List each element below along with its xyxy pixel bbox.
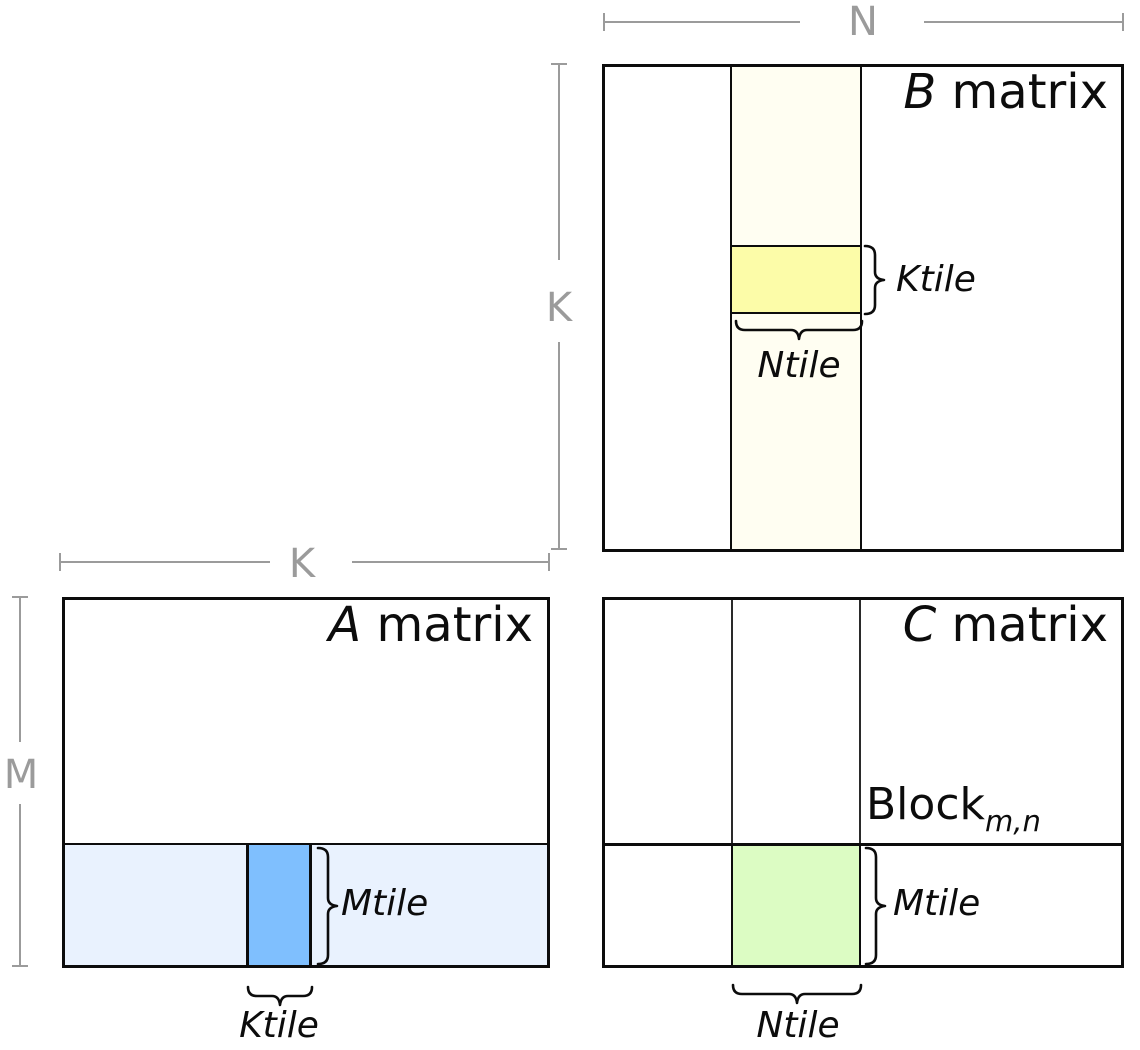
b-matrix-box bbox=[602, 64, 1124, 552]
dim-n-label: N bbox=[848, 0, 878, 45]
dim-ka-label: K bbox=[288, 541, 316, 587]
dim-m-tick-top bbox=[12, 596, 28, 598]
dim-m-label: M bbox=[3, 752, 39, 798]
a-matrix-title: A matrix bbox=[280, 600, 533, 650]
c-block-label-base: Block bbox=[866, 779, 986, 830]
a-ktile-label: Ktile bbox=[239, 1005, 319, 1046]
c-ntile-brace-icon bbox=[731, 983, 863, 1005]
c-matrix-box bbox=[602, 597, 1124, 968]
a-matrix-title-letter: A bbox=[328, 597, 362, 653]
dim-n-line-right bbox=[924, 21, 1124, 23]
c-column-line-right bbox=[859, 600, 861, 845]
a-mtile-ktile-tile bbox=[246, 843, 312, 965]
b-matrix-title: B matrix bbox=[840, 67, 1108, 117]
c-mtile-ntile-tile bbox=[731, 846, 861, 965]
a-mtile-brace-icon bbox=[316, 846, 339, 966]
c-matrix-title-rest: matrix bbox=[936, 597, 1108, 653]
dim-n-line-left bbox=[604, 21, 800, 23]
c-ntile-label: Ntile bbox=[756, 1005, 840, 1046]
c-column-line-left bbox=[731, 600, 733, 845]
dim-kb-tick-bottom bbox=[551, 548, 567, 550]
b-ntile-label: Ntile bbox=[757, 345, 841, 386]
dim-kb-line-bottom bbox=[558, 342, 560, 548]
b-ktile-brace-icon bbox=[863, 244, 886, 316]
dim-kb-tick-top bbox=[551, 63, 567, 65]
c-matrix-title: C matrix bbox=[840, 600, 1108, 650]
b-ktile-label: Ktile bbox=[896, 259, 976, 300]
dim-kb-line-top bbox=[558, 65, 560, 260]
c-matrix-title-letter: C bbox=[902, 597, 937, 653]
dim-kb-label: K bbox=[545, 285, 573, 331]
c-mtile-brace-icon bbox=[864, 846, 887, 966]
dim-m-line-top bbox=[19, 598, 21, 742]
dim-m-tick-bottom bbox=[12, 965, 28, 967]
b-matrix-title-letter: B bbox=[903, 64, 937, 120]
dim-m-line-bottom bbox=[19, 804, 21, 966]
c-block-label-subscript: m,n bbox=[985, 804, 1041, 838]
a-matrix-title-rest: matrix bbox=[361, 597, 533, 653]
a-mtile-label: Mtile bbox=[341, 883, 429, 924]
a-ktile-brace-icon bbox=[246, 985, 314, 1007]
b-matrix-title-rest: matrix bbox=[936, 64, 1108, 120]
dim-n-tick-right bbox=[1122, 13, 1124, 31]
b-ktile-ntile-tile bbox=[730, 245, 862, 314]
dim-ka-tick-right bbox=[548, 553, 550, 571]
dim-ka-line-right bbox=[352, 561, 550, 563]
c-row-divider bbox=[605, 843, 1121, 846]
b-ntile-brace-icon bbox=[734, 319, 864, 341]
c-block-label: Blockm,n bbox=[866, 783, 1041, 839]
dim-ka-line-left bbox=[60, 561, 270, 563]
c-mtile-label: Mtile bbox=[893, 883, 981, 924]
